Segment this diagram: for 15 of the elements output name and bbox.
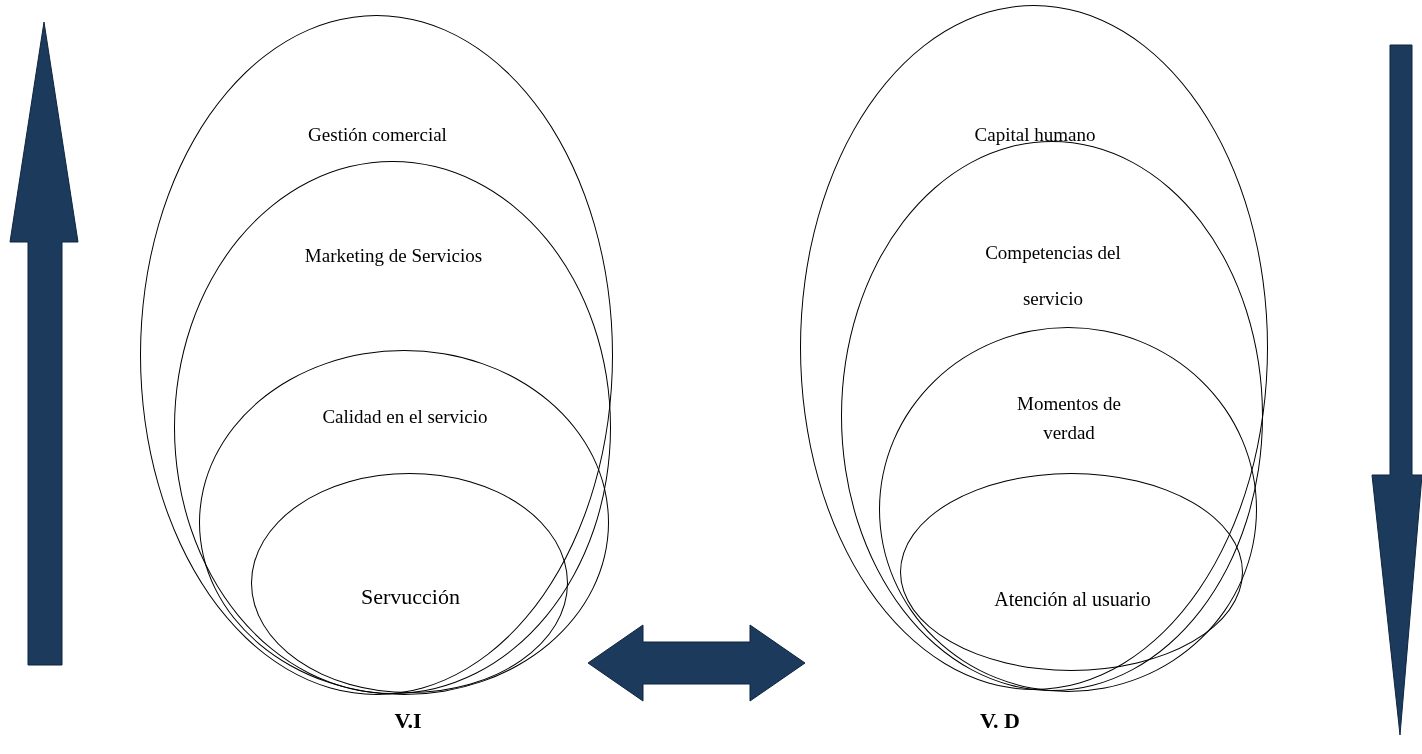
variable-label: V.I [394,708,422,734]
ellipse [800,5,1268,690]
ellipse-label: Marketing de Servicios [304,244,483,268]
variable-label: V. D [980,708,1020,734]
ellipse [174,161,611,694]
ellipse-label: Gestión comercial [308,123,447,147]
ellipse-label: Servucción [361,583,460,611]
double-arrow [587,624,806,702]
ellipse-label: Competencias del servicio [984,241,1122,311]
ellipse [140,15,613,695]
ellipse [199,350,609,695]
ellipse-label: Calidad en el servicio [322,405,488,429]
ellipse-label: Atención al usuario [993,587,1152,612]
ellipse-label: Capital humano [974,123,1096,147]
ellipse-label: Momentos de verdad [1016,392,1122,445]
